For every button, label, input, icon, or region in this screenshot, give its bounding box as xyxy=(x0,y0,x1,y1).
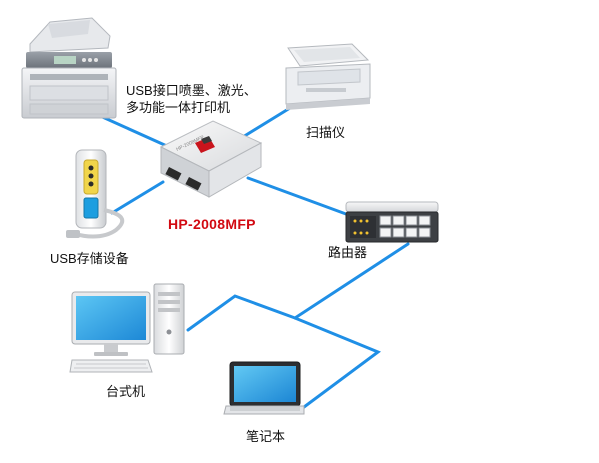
model-label: HP-2008MFP xyxy=(168,216,256,232)
desktop-label: 台式机 xyxy=(106,384,146,399)
wire-network-laptop xyxy=(293,316,382,412)
scanner-icon xyxy=(285,43,371,110)
usb-storage-icon xyxy=(66,149,125,239)
desktop-computer-icon xyxy=(69,283,185,373)
print-server-icon: HP-2008MFP xyxy=(159,120,263,198)
scanner-label: 扫描仪 xyxy=(306,125,346,140)
router-icon xyxy=(345,201,439,243)
router-label: 路由器 xyxy=(328,245,368,260)
printer-label-line2: 多功能一体打印机 xyxy=(126,100,231,115)
usb-storage-label: USB存储设备 xyxy=(50,251,129,266)
laptop-label: 笔记本 xyxy=(246,429,286,444)
printer-label-line1: USB接口喷墨、激光、 xyxy=(126,83,257,98)
laptop-icon xyxy=(223,361,305,415)
wire-router-network xyxy=(186,242,410,332)
printer-icon xyxy=(21,17,117,119)
wire-server-router xyxy=(246,176,348,216)
wire-server-usb xyxy=(110,180,165,215)
wire-scanner-server xyxy=(236,106,292,142)
